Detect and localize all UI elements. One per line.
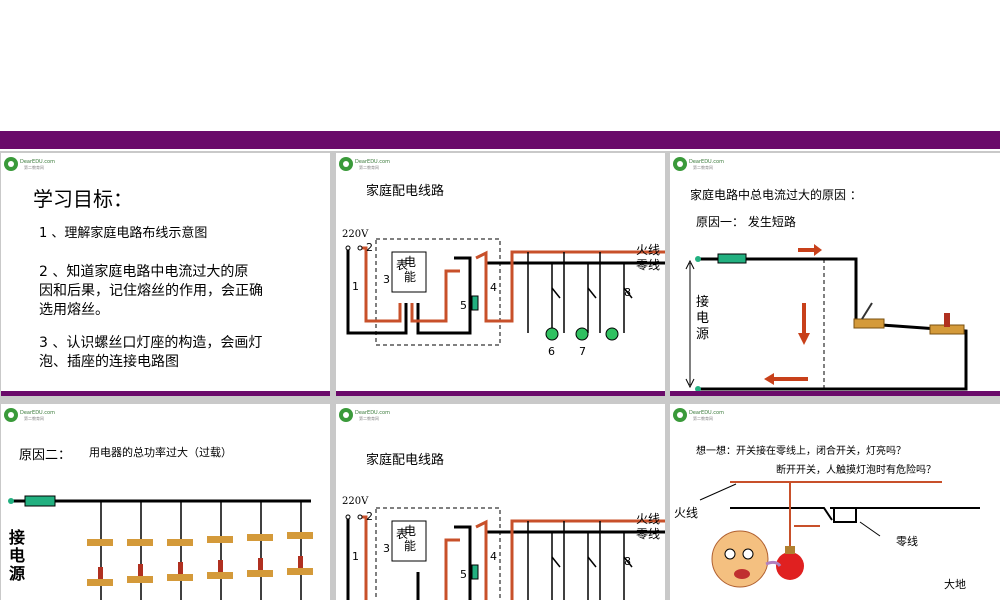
label-2: 2	[366, 510, 373, 523]
slide-footer-bar	[1, 391, 330, 396]
meter-label-1: 表	[396, 527, 408, 541]
header-bar	[0, 131, 1000, 149]
logo-subtext: 第二教育网	[359, 415, 379, 421]
logo-icon: DearEDU.com 第二教育网	[673, 408, 724, 422]
goal-item-2-line-3: 选用熔丝。	[39, 302, 109, 318]
meter-label-3: 能	[404, 270, 416, 284]
logo-text: DearEDU.com	[689, 159, 724, 165]
logo-icon: DearEDU.com 第二教育网	[4, 408, 55, 422]
label-1: 1	[352, 550, 359, 563]
goal-item-3-line-1: 3 、认识螺丝口灯座的构造，会画灯	[39, 335, 263, 351]
slide-title: 家庭配电线路	[366, 184, 445, 199]
meter-label-3: 能	[404, 539, 416, 553]
wiring-diagram: 220V 1 2 3 4 5 6 7 8 表 电 能 火线 零线	[342, 229, 665, 358]
voltage-label: 220V	[342, 496, 369, 507]
voltage-label: 220V	[342, 229, 369, 240]
meter-label-2: 电	[404, 255, 416, 269]
logo-text: DearEDU.com	[20, 410, 55, 416]
label-4: 4	[490, 281, 497, 294]
label-8: 8	[624, 286, 631, 299]
slide-learning-goals[interactable]: DearEDU.com 第二教育网 学习目标： 1 、理解家庭电路布线示意图 2…	[1, 153, 330, 396]
goal-item-1: 1 、理解家庭电路布线示意图	[39, 226, 208, 241]
short-circuit-diagram: 接 电 源	[685, 244, 968, 392]
reason-text: 用电器的总功率过大（过载）	[89, 446, 232, 459]
logo-text: DearEDU.com	[689, 410, 724, 416]
slide-home-wiring-1[interactable]: DearEDU.com 第二教育网 家庭配电线路 220V 1 2 3 4 5 …	[336, 153, 665, 396]
logo-subtext: 第二教育网	[693, 164, 713, 170]
label-1: 1	[352, 280, 359, 293]
slide-footer-bar	[670, 391, 1000, 396]
label-3: 3	[383, 273, 390, 286]
source-label-1: 接	[696, 294, 709, 310]
slide-overload[interactable]: DearEDU.com 第二教育网 原因二： 用电器的总功率过大（过载）	[1, 404, 330, 600]
meter-label-2: 电	[404, 524, 416, 538]
neutral-wire-label: 零线	[636, 527, 660, 541]
label-5: 5	[460, 568, 467, 581]
live-wire-label: 火线	[674, 506, 698, 520]
question-line-1: 想一想：开关接在零线上，闭合开关，灯亮吗？	[696, 446, 906, 457]
live-wire-label: 火线	[636, 512, 660, 526]
logo-icon: DearEDU.com 第二教育网	[339, 408, 390, 422]
neutral-wire-label: 零线	[636, 258, 660, 272]
goal-item-2-line-2: 因和后果，记住熔丝的作用，会正确	[39, 283, 263, 299]
logo-text: DearEDU.com	[355, 159, 390, 165]
goal-item-2-line-1: 2 、知道家庭电路中电流过大的原	[39, 264, 249, 280]
label-5: 5	[460, 299, 467, 312]
slide-home-wiring-2[interactable]: DearEDU.com 第二教育网 家庭配电线路 220V 1 2 3 4 5 …	[336, 404, 665, 600]
reason-one: 原因一： 发生短路	[696, 215, 796, 229]
label-4: 4	[490, 550, 497, 563]
logo-subtext: 第二教育网	[24, 415, 44, 421]
logo-subtext: 第二教育网	[693, 415, 713, 421]
logo-text: DearEDU.com	[355, 410, 390, 416]
source-label-2: 电	[696, 311, 709, 326]
logo-icon: DearEDU.com 第二教育网	[4, 157, 55, 171]
goal-item-3-line-2: 泡、插座的连接电路图	[39, 354, 179, 370]
slide-footer-bar	[336, 391, 665, 396]
slide-title: 家庭电路中总电流过大的原因 ：	[690, 188, 862, 202]
source-label-3: 源	[9, 564, 25, 583]
meter-label-1: 表	[396, 258, 408, 272]
logo-text: DearEDU.com	[20, 159, 55, 165]
logo-icon: DearEDU.com 第二教育网	[673, 157, 724, 171]
label-3: 3	[383, 542, 390, 555]
live-wire-label: 火线	[636, 243, 660, 257]
label-8: 8	[624, 555, 631, 568]
ground-label: 大地	[944, 577, 966, 591]
logo-icon: DearEDU.com 第二教育网	[339, 157, 390, 171]
neutral-wire-label: 零线	[896, 534, 918, 548]
neutral-switch-diagram: 火线 零线 大地	[674, 481, 980, 591]
slide-short-circuit[interactable]: DearEDU.com 第二教育网 家庭电路中总电流过大的原因 ： 原因一： 发…	[670, 153, 1000, 396]
label-7: 7	[579, 345, 586, 358]
overload-diagram: 接 电 源	[8, 495, 313, 600]
slide-think-about-it[interactable]: DearEDU.com 第二教育网 想一想：开关接在零线上，闭合开关，灯亮吗？ …	[670, 404, 1000, 600]
label-6: 6	[548, 345, 555, 358]
reason-label: 原因二：	[19, 448, 72, 463]
slide-title: 家庭配电线路	[366, 453, 445, 468]
question-line-2: 断开开关，人触摸灯泡时有危险吗？	[776, 465, 936, 476]
label-2: 2	[366, 241, 373, 254]
slide-title: 学习目标：	[33, 187, 133, 211]
wiring-diagram: 220V 1 2 3 4 5 8 表 电 能 火线 零线	[342, 496, 665, 600]
source-label-3: 源	[696, 327, 709, 342]
source-label-1: 接	[9, 528, 25, 547]
logo-subtext: 第二教育网	[359, 164, 379, 170]
source-label-2: 电	[9, 546, 25, 565]
logo-subtext: 第二教育网	[24, 164, 44, 170]
